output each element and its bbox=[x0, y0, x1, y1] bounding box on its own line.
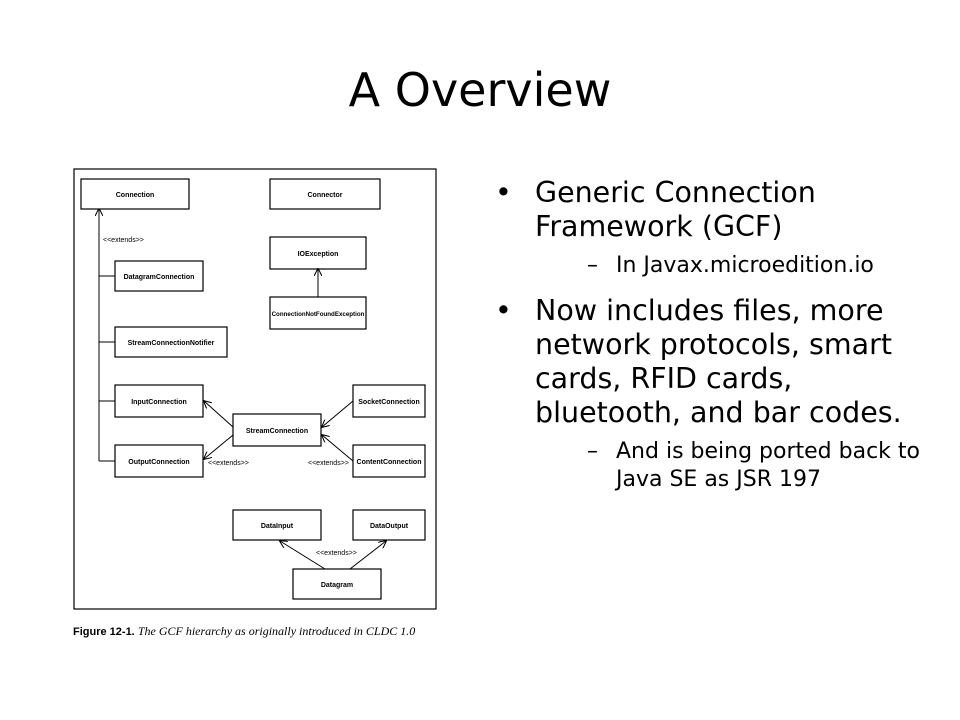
bullet-item: • Now includes files, more network proto… bbox=[495, 294, 925, 494]
box-ioexception: IOException bbox=[269, 236, 367, 270]
bullet-list: • Generic Connection Framework (GCF) – I… bbox=[495, 176, 925, 508]
slide-title: A Overview bbox=[348, 63, 612, 117]
box-connection: Connection bbox=[80, 178, 190, 210]
caption-label: Figure 12-1. bbox=[73, 626, 135, 638]
extends-label-content: <<extends>> bbox=[308, 460, 349, 467]
svg-text:IOException: IOException bbox=[298, 251, 339, 258]
svg-text:InputConnection: InputConnection bbox=[131, 399, 187, 406]
gcf-class-diagram: <<extends>> Connection Connector IOExcep… bbox=[70, 165, 442, 615]
svg-text:StreamConnection: StreamConnection bbox=[246, 428, 308, 435]
svg-text:DataOutput: DataOutput bbox=[370, 523, 409, 530]
box-connector: Connector bbox=[269, 178, 381, 210]
diagram-canvas: <<extends>> Connection Connector IOExcep… bbox=[73, 168, 437, 610]
svg-text:StreamConnectionNotifier: StreamConnectionNotifier bbox=[128, 340, 215, 347]
box-datagram-connection: DatagramConnection bbox=[114, 260, 204, 292]
arrow-to-data-output bbox=[349, 541, 386, 570]
box-socket-connection: SocketConnection bbox=[352, 384, 426, 418]
box-stream-connection: StreamConnection bbox=[232, 413, 322, 447]
dash-icon: – bbox=[587, 253, 598, 278]
svg-text:ConnectionNotFoundException: ConnectionNotFoundException bbox=[272, 311, 365, 318]
svg-text:Connection: Connection bbox=[116, 192, 155, 199]
box-input-connection: InputConnection bbox=[114, 384, 204, 418]
box-output-connection: OutputConnection bbox=[114, 444, 204, 478]
bullet-text: Now includes files, more network protoco… bbox=[535, 294, 902, 429]
extends-label-datagram: <<extends>> bbox=[316, 550, 357, 557]
svg-text:OutputConnection: OutputConnection bbox=[128, 459, 189, 466]
sub-bullet-item: – And is being ported back to Java SE as… bbox=[535, 438, 925, 494]
svg-text:Datagram: Datagram bbox=[321, 582, 353, 589]
arrow-socket-to-stream bbox=[322, 400, 354, 427]
box-stream-connection-notifier: StreamConnectionNotifier bbox=[114, 326, 228, 358]
svg-text:DatagramConnection: DatagramConnection bbox=[124, 274, 195, 281]
sub-bullet-text: And is being ported back to Java SE as J… bbox=[616, 439, 920, 492]
sub-bullet-item: – In Javax.microedition.io bbox=[535, 252, 925, 280]
box-data-input: DataInput bbox=[232, 509, 322, 541]
caption-text: The GCF hierarchy as originally introduc… bbox=[137, 624, 416, 638]
bullet-dot-icon: • bbox=[495, 294, 512, 327]
bullet-item: • Generic Connection Framework (GCF) – I… bbox=[495, 176, 925, 280]
svg-text:ContentConnection: ContentConnection bbox=[357, 459, 422, 466]
bullet-dot-icon: • bbox=[495, 176, 512, 209]
extends-label-output: <<extends>> bbox=[208, 460, 249, 467]
box-datagram: Datagram bbox=[292, 568, 382, 600]
dash-icon: – bbox=[587, 439, 598, 464]
arrow-to-input-connection bbox=[204, 401, 234, 428]
arrow-to-output-connection bbox=[204, 434, 234, 459]
figure-caption: Figure 12-1. The GCF hierarchy as origin… bbox=[73, 624, 473, 639]
box-data-output: DataOutput bbox=[352, 509, 426, 541]
extends-label-left: <<extends>> bbox=[103, 237, 144, 244]
box-content-connection: ContentConnection bbox=[352, 444, 426, 478]
bullet-text: Generic Connection Framework (GCF) bbox=[535, 176, 816, 243]
svg-text:SocketConnection: SocketConnection bbox=[358, 399, 419, 406]
svg-text:DataInput: DataInput bbox=[261, 523, 294, 530]
box-connection-not-found: ConnectionNotFoundException bbox=[269, 296, 367, 330]
sub-bullet-text: In Javax.microedition.io bbox=[616, 253, 874, 278]
arrow-content-to-stream bbox=[322, 435, 354, 462]
svg-text:Connector: Connector bbox=[308, 192, 343, 199]
arrow-to-data-input bbox=[280, 541, 326, 570]
